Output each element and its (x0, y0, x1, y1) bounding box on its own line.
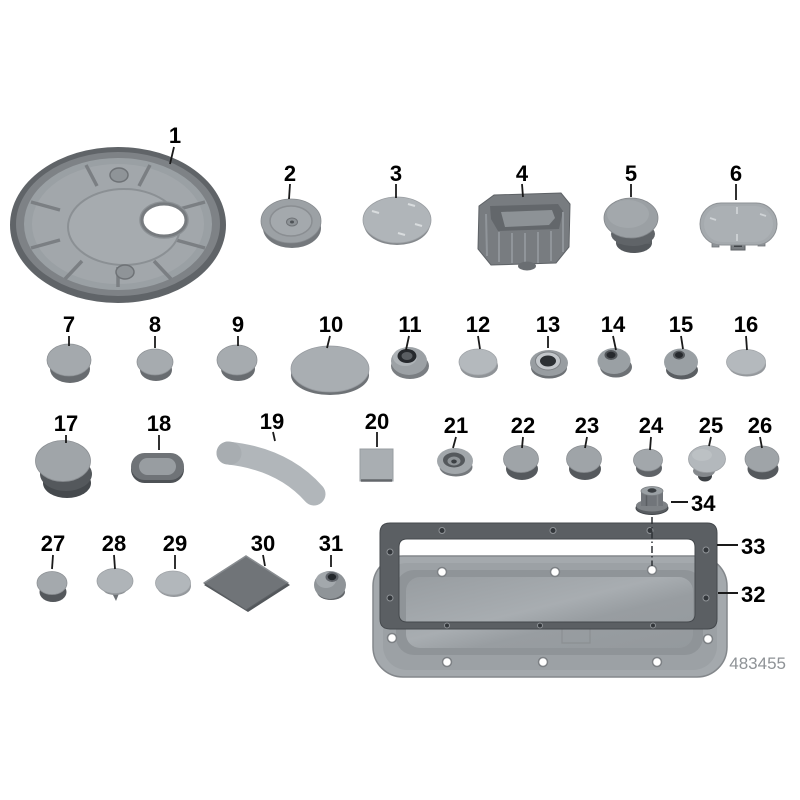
part-20-label[interactable]: 20 (365, 409, 389, 434)
part-6-shape (699, 202, 778, 251)
part-12-leader (477, 335, 481, 350)
part-1-shape (10, 147, 226, 303)
part-13-label[interactable]: 13 (536, 312, 560, 337)
part-9-label[interactable]: 9 (232, 312, 244, 337)
part-19-label[interactable]: 19 (260, 409, 284, 434)
part-10-shape (290, 345, 370, 395)
part-25-shape (688, 445, 726, 482)
part-24-label[interactable]: 24 (639, 413, 664, 438)
part-32-label[interactable]: 32 (741, 582, 765, 607)
part-14-label[interactable]: 14 (601, 312, 626, 337)
part-14-shape (597, 348, 632, 378)
part-12-shape (458, 348, 498, 378)
part-27-leader (51, 554, 54, 570)
part-34-shape (635, 486, 669, 515)
part-16-leader (745, 335, 748, 351)
part-23-shape (566, 445, 602, 480)
part-32-shape (372, 555, 728, 678)
part-24-shape (633, 448, 663, 477)
part-27-label[interactable]: 27 (41, 531, 65, 556)
part-33-shape (379, 522, 718, 630)
part-2-shape (260, 198, 322, 248)
part-23-leader (584, 436, 588, 449)
part-6-label[interactable]: 6 (730, 161, 742, 186)
part-15-leader (680, 335, 684, 350)
part-11-leader (405, 335, 410, 351)
part-4-label[interactable]: 4 (516, 161, 529, 186)
part-15-label[interactable]: 15 (669, 312, 693, 337)
part-17-shape (35, 440, 92, 498)
part-12-label[interactable]: 12 (466, 312, 490, 337)
part-15-shape (664, 348, 698, 380)
part-16-shape (726, 349, 766, 377)
part-1-leader (169, 146, 175, 165)
part-31-label[interactable]: 31 (319, 531, 343, 556)
part-11-shape (391, 347, 429, 379)
part-27-shape (36, 571, 68, 602)
part-26-shape (744, 445, 780, 480)
part-4-shape (477, 192, 571, 271)
part-25-leader (708, 436, 712, 447)
part-18-label[interactable]: 18 (147, 411, 171, 436)
part-23-label[interactable]: 23 (575, 413, 599, 438)
part-4-leader (521, 183, 524, 198)
part-24-leader (649, 436, 652, 451)
part-8-shape (136, 348, 174, 381)
part-5-shape (603, 197, 659, 253)
part-1-label[interactable]: 1 (169, 123, 181, 148)
part-13-shape (530, 350, 568, 379)
part-22-label[interactable]: 22 (511, 413, 535, 438)
part-34-label[interactable]: 34 (691, 491, 716, 516)
part-7-shape (46, 343, 92, 383)
part-22-shape (503, 445, 539, 480)
part-10-label[interactable]: 10 (319, 312, 343, 337)
part-29-shape (155, 570, 191, 597)
part-8-label[interactable]: 8 (149, 312, 161, 337)
part-21-leader (452, 436, 457, 449)
part-5-label[interactable]: 5 (625, 161, 637, 186)
part-9-shape (216, 344, 258, 381)
part-31-shape (314, 571, 346, 600)
part-26-leader (759, 436, 763, 449)
part-28-shape (96, 568, 134, 601)
part-16-label[interactable]: 16 (734, 312, 758, 337)
part-21-label[interactable]: 21 (444, 413, 468, 438)
part-2-label[interactable]: 2 (284, 161, 296, 186)
part-26-label[interactable]: 26 (748, 413, 772, 438)
part-22-leader (521, 436, 524, 449)
part-17-label[interactable]: 17 (54, 411, 78, 436)
part-30-leader (262, 554, 266, 567)
part-33-label[interactable]: 33 (741, 534, 765, 559)
part-29-label[interactable]: 29 (163, 531, 187, 556)
part-19-shape (216, 441, 326, 506)
part-28-leader (113, 554, 116, 570)
diagram-number: 483455 (729, 654, 786, 673)
part-3-label[interactable]: 3 (390, 161, 402, 186)
part-7-label[interactable]: 7 (63, 312, 75, 337)
part-18-shape (131, 453, 184, 483)
part-30-label[interactable]: 30 (251, 531, 275, 556)
part-19-leader (272, 431, 276, 442)
part-10-leader (326, 335, 331, 349)
part-28-label[interactable]: 28 (102, 531, 126, 556)
part-3-shape (362, 196, 432, 245)
part-20-shape (359, 448, 394, 482)
part-21-shape (437, 448, 473, 477)
part-25-label[interactable]: 25 (699, 413, 723, 438)
part-11-label[interactable]: 11 (398, 312, 421, 337)
part-30-shape (203, 555, 290, 612)
part-14-leader (612, 335, 617, 351)
part-2-leader (288, 183, 291, 200)
